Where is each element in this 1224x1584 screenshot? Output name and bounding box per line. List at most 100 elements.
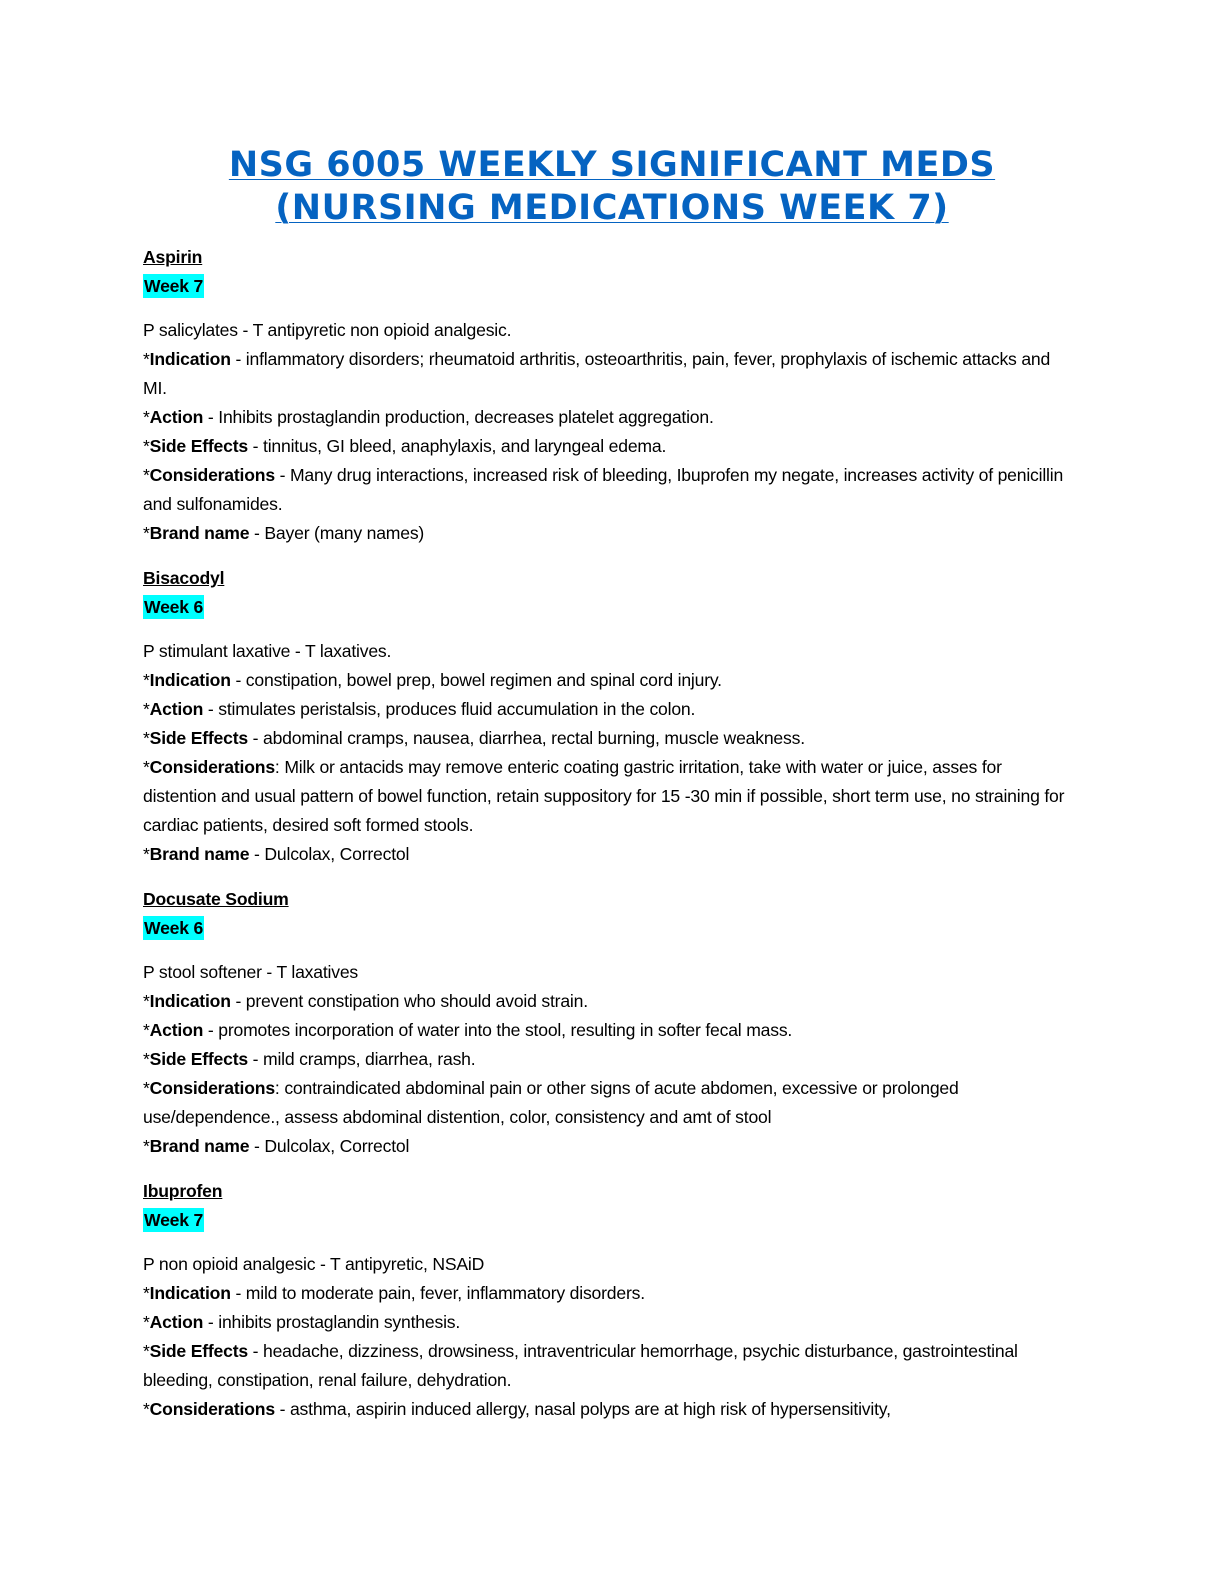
field-label: Side Effects xyxy=(149,1341,249,1361)
field-separator: - xyxy=(247,436,264,456)
field-label: Brand name xyxy=(149,523,250,543)
field-text: Milk or antacids may remove enteric coat… xyxy=(143,757,1065,835)
field-separator: : xyxy=(274,757,285,777)
drug-field-brand-name: *Brand name - Bayer (many names) xyxy=(143,519,1073,548)
field-separator: - xyxy=(203,1020,219,1040)
field-label: Considerations xyxy=(149,757,275,777)
asterisk: * xyxy=(143,1136,150,1156)
field-text: Many drug interactions, increased risk o… xyxy=(143,465,1064,514)
week-row: Week 6 xyxy=(143,914,1073,943)
field-text: inflammatory disorders; rheumatoid arthr… xyxy=(143,349,1051,398)
field-text: headache, dizziness, drowsiness, intrave… xyxy=(143,1341,1018,1390)
field-separator: - xyxy=(249,844,265,864)
drug-field-side-effects: *Side Effects - mild cramps, diarrhea, r… xyxy=(143,1045,1073,1074)
week-badge: Week 6 xyxy=(143,595,205,619)
week-badge: Week 7 xyxy=(143,274,205,298)
field-separator: - xyxy=(203,407,219,427)
title-line-1: NSG 6005 WEEKLY SIGNIFICANT MEDS xyxy=(228,145,996,185)
field-text: mild cramps, diarrhea, rash. xyxy=(263,1049,476,1069)
drug-field-indication: *Indication - inflammatory disorders; rh… xyxy=(143,345,1073,403)
drug-field-considerations: *Considerations: contraindicated abdomin… xyxy=(143,1074,1073,1132)
field-separator: : xyxy=(274,1078,285,1098)
field-text: Dulcolax, Correctol xyxy=(264,1136,410,1156)
drug-field-side-effects: *Side Effects - headache, dizziness, dro… xyxy=(143,1337,1073,1395)
field-text: asthma, aspirin induced allergy, nasal p… xyxy=(289,1399,891,1419)
field-text: abdominal cramps, nausea, diarrhea, rect… xyxy=(263,728,805,748)
field-separator: - xyxy=(230,1283,246,1303)
field-separator: - xyxy=(230,349,246,369)
field-label: Brand name xyxy=(149,844,250,864)
asterisk: * xyxy=(143,1283,150,1303)
field-text: mild to moderate pain, fever, inflammato… xyxy=(245,1283,645,1303)
field-label: Action xyxy=(149,1312,204,1332)
asterisk: * xyxy=(143,844,150,864)
asterisk: * xyxy=(143,436,150,456)
drug-field-considerations: *Considerations - Many drug interactions… xyxy=(143,461,1073,519)
drug-name: Bisacodyl xyxy=(143,568,225,588)
drug-name-row: Aspirin xyxy=(143,243,1073,272)
drug-field-considerations: *Considerations: Milk or antacids may re… xyxy=(143,753,1073,840)
asterisk: * xyxy=(143,465,150,485)
document-title: NSG 6005 WEEKLY SIGNIFICANT MEDS (NURSIN… xyxy=(0,144,1224,230)
drug-field-side-effects: *Side Effects - tinnitus, GI bleed, anap… xyxy=(143,432,1073,461)
drug-class: P stimulant laxative - T laxatives. xyxy=(143,641,392,661)
field-label: Side Effects xyxy=(149,728,249,748)
field-separator: - xyxy=(247,1049,264,1069)
field-separator: - xyxy=(230,670,246,690)
field-text: Dulcolax, Correctol xyxy=(264,844,410,864)
field-label: Action xyxy=(149,407,204,427)
drug-name-row: Bisacodyl xyxy=(143,564,1073,593)
drug-name: Ibuprofen xyxy=(143,1181,223,1201)
field-label: Indication xyxy=(149,349,231,369)
asterisk: * xyxy=(143,728,150,748)
drug-name-row: Ibuprofen xyxy=(143,1177,1073,1206)
drug-field-action: *Action - inhibits prostaglandin synthes… xyxy=(143,1308,1073,1337)
field-separator: - xyxy=(249,1136,265,1156)
drug-field-action: *Action - Inhibits prostaglandin product… xyxy=(143,403,1073,432)
field-label: Action xyxy=(149,1020,204,1040)
drug-field-brand-name: *Brand name - Dulcolax, Correctol xyxy=(143,840,1073,869)
drug-class: P salicylates - T antipyretic non opioid… xyxy=(143,320,512,340)
drug-field-indication: *Indication - mild to moderate pain, fev… xyxy=(143,1279,1073,1308)
field-separator: - xyxy=(274,465,290,485)
asterisk: * xyxy=(143,1078,150,1098)
week-row: Week 7 xyxy=(143,1206,1073,1235)
field-separator: - xyxy=(249,523,265,543)
field-label: Indication xyxy=(149,1283,231,1303)
drug-field-considerations: *Considerations - asthma, aspirin induce… xyxy=(143,1395,1073,1424)
drug-field-indication: *Indication - constipation, bowel prep, … xyxy=(143,666,1073,695)
field-text: stimulates peristalsis, produces fluid a… xyxy=(218,699,696,719)
asterisk: * xyxy=(143,349,150,369)
field-label: Considerations xyxy=(149,465,275,485)
week-badge: Week 6 xyxy=(143,916,205,940)
drug-name: Docusate Sodium xyxy=(143,889,289,909)
drug-field-action: *Action - stimulates peristalsis, produc… xyxy=(143,695,1073,724)
asterisk: * xyxy=(143,991,150,1011)
asterisk: * xyxy=(143,699,150,719)
drug-name-row: Docusate Sodium xyxy=(143,885,1073,914)
field-label: Considerations xyxy=(149,1399,275,1419)
field-text: promotes incorporation of water into the… xyxy=(218,1020,793,1040)
title-line-2: (NURSING MEDICATIONS WEEK 7) xyxy=(275,188,949,228)
asterisk: * xyxy=(143,670,150,690)
field-text: Bayer (many names) xyxy=(264,523,425,543)
drug-field-brand-name: *Brand name - Dulcolax, Correctol xyxy=(143,1132,1073,1161)
asterisk: * xyxy=(143,757,150,777)
field-label: Side Effects xyxy=(149,1049,249,1069)
field-separator: - xyxy=(247,1341,264,1361)
field-label: Side Effects xyxy=(149,436,249,456)
field-separator: - xyxy=(203,1312,219,1332)
week-row: Week 6 xyxy=(143,593,1073,622)
field-text: constipation, bowel prep, bowel regimen … xyxy=(245,670,722,690)
drug-class: P non opioid analgesic - T antipyretic, … xyxy=(143,1254,485,1274)
asterisk: * xyxy=(143,1049,150,1069)
field-text: contraindicated abdominal pain or other … xyxy=(143,1078,959,1127)
field-text: Inhibits prostaglandin production, decre… xyxy=(218,407,714,427)
asterisk: * xyxy=(143,1312,150,1332)
asterisk: * xyxy=(143,1341,150,1361)
field-label: Action xyxy=(149,699,204,719)
drug-field-side-effects: *Side Effects - abdominal cramps, nausea… xyxy=(143,724,1073,753)
